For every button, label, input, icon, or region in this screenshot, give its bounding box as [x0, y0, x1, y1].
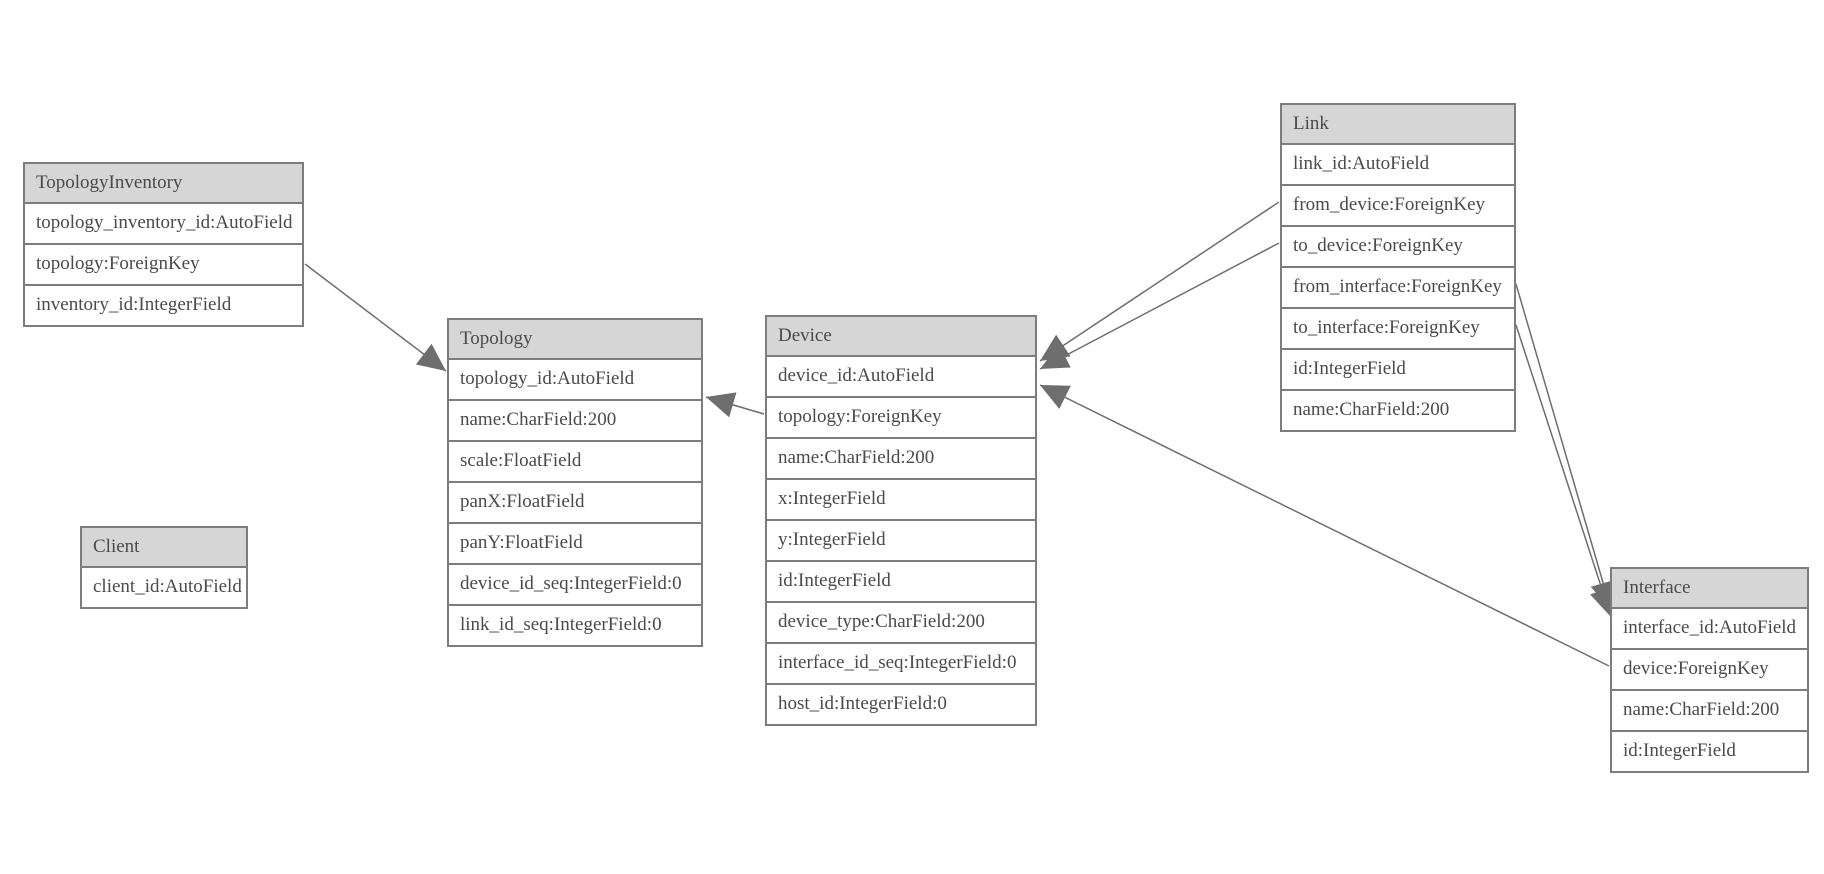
field-row: link_id_seq:IntegerField:0 — [449, 604, 701, 645]
entity-topology-inventory-title: TopologyInventory — [25, 164, 302, 202]
edge-link-to_interface-interface — [1515, 324, 1615, 618]
field-row: name:CharField:200 — [1612, 689, 1807, 730]
field-row: device_type:CharField:200 — [767, 601, 1035, 642]
field-row: name:CharField:200 — [1282, 389, 1514, 430]
field-row: device_id_seq:IntegerField:0 — [449, 563, 701, 604]
field-row: from_interface:ForeignKey — [1282, 266, 1514, 307]
field-row: topology_id:AutoField — [449, 358, 701, 399]
field-row: panX:FloatField — [449, 481, 701, 522]
entity-topology-inventory: TopologyInventory topology_inventory_id:… — [23, 162, 304, 327]
field-row: id:IntegerField — [1612, 730, 1807, 771]
field-row: name:CharField:200 — [449, 399, 701, 440]
field-row: y:IntegerField — [767, 519, 1035, 560]
field-row: to_interface:ForeignKey — [1282, 307, 1514, 348]
edge-interface-device — [1039, 384, 1610, 667]
edge-link-from_device-device — [1039, 201, 1280, 362]
edge-topologyinventory-topology — [304, 263, 447, 372]
field-row: topology_inventory_id:AutoField — [25, 202, 302, 243]
entity-device-title: Device — [767, 317, 1035, 355]
field-row: panY:FloatField — [449, 522, 701, 563]
field-row: link_id:AutoField — [1282, 143, 1514, 184]
edge-device-topology — [705, 392, 765, 418]
field-row: client_id:AutoField — [82, 566, 246, 607]
field-row: id:IntegerField — [1282, 348, 1514, 389]
field-row: device:ForeignKey — [1612, 648, 1807, 689]
field-row: name:CharField:200 — [767, 437, 1035, 478]
field-row: inventory_id:IntegerField — [25, 284, 302, 325]
entity-link-title: Link — [1282, 105, 1514, 143]
field-row: device_id:AutoField — [767, 355, 1035, 396]
entity-client-title: Client — [82, 528, 246, 566]
edge-link-to_device-device — [1039, 242, 1280, 370]
field-row: id:IntegerField — [767, 560, 1035, 601]
entity-client-fields: client_id:AutoField — [82, 566, 246, 607]
entity-interface-title: Interface — [1612, 569, 1807, 607]
field-row: to_device:ForeignKey — [1282, 225, 1514, 266]
edge-link-from_interface-interface — [1515, 283, 1616, 611]
field-row: x:IntegerField — [767, 478, 1035, 519]
entity-topology-title: Topology — [449, 320, 701, 358]
field-row: host_id:IntegerField:0 — [767, 683, 1035, 724]
field-row: interface_id:AutoField — [1612, 607, 1807, 648]
field-row: from_device:ForeignKey — [1282, 184, 1514, 225]
field-row: topology:ForeignKey — [767, 396, 1035, 437]
entity-client: Client client_id:AutoField — [80, 526, 248, 609]
field-row: scale:FloatField — [449, 440, 701, 481]
field-row: interface_id_seq:IntegerField:0 — [767, 642, 1035, 683]
field-row: topology:ForeignKey — [25, 243, 302, 284]
